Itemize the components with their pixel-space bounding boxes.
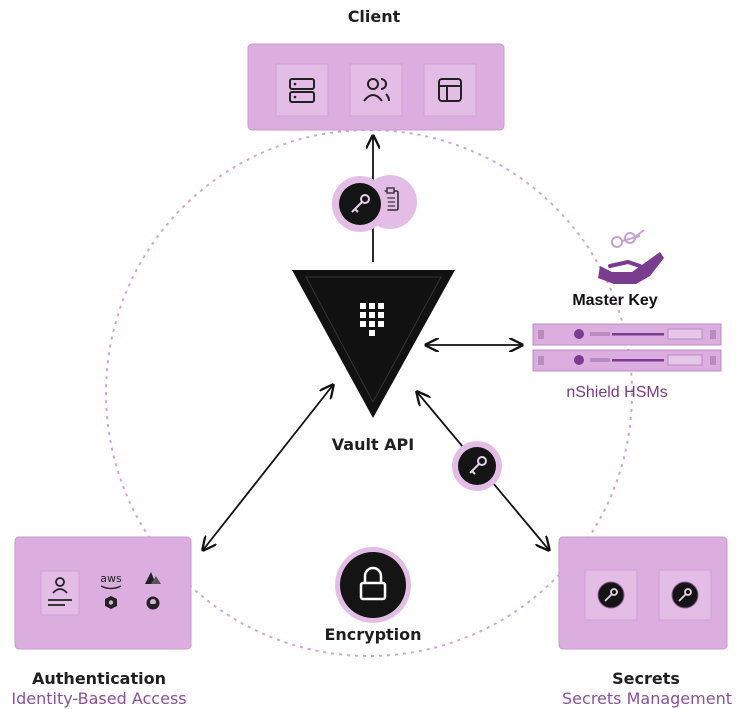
secrets-panel[interactable] xyxy=(558,536,728,650)
user-id-icon xyxy=(40,570,80,616)
secrets-subtitle: Secrets Management xyxy=(562,689,732,708)
github-logo xyxy=(146,596,160,610)
vault-grid-icon xyxy=(360,303,384,336)
hsm-label: nShield HSMs xyxy=(566,384,668,401)
token-badges xyxy=(332,175,417,232)
hsm-rack xyxy=(532,323,722,372)
svg-text:aws: aws xyxy=(100,572,122,585)
secrets-key-badge xyxy=(452,441,502,491)
master-key-label: Master Key xyxy=(572,292,658,309)
hand-with-keys-icon xyxy=(598,229,664,284)
aws-logo: aws xyxy=(100,572,122,590)
key-icon xyxy=(584,569,638,621)
key-icon xyxy=(658,569,712,621)
key-icon xyxy=(351,194,370,213)
orbit-ring xyxy=(105,129,633,657)
authentication-panel[interactable]: aws xyxy=(14,536,192,650)
encryption-label: Encryption xyxy=(324,625,422,644)
lock-icon xyxy=(359,566,387,601)
encryption-node[interactable] xyxy=(335,547,411,623)
hsm-unit xyxy=(532,323,722,346)
client-title: Client xyxy=(347,7,401,26)
azure-logo xyxy=(145,572,161,584)
vault-auth-arrow xyxy=(203,385,333,550)
client-panel[interactable] xyxy=(247,43,505,131)
authentication-title: Authentication xyxy=(32,669,166,688)
users-icon xyxy=(349,63,403,117)
key-icon xyxy=(469,456,487,475)
layout-icon xyxy=(423,63,477,117)
authentication-subtitle: Identity-Based Access xyxy=(11,689,187,708)
server-icon xyxy=(275,63,329,117)
secrets-title: Secrets xyxy=(612,669,680,688)
vault-api-label: Vault API xyxy=(331,435,415,454)
vault-api-logo[interactable] xyxy=(292,270,455,418)
gcp-logo xyxy=(105,596,117,609)
hsm-unit xyxy=(532,349,722,372)
